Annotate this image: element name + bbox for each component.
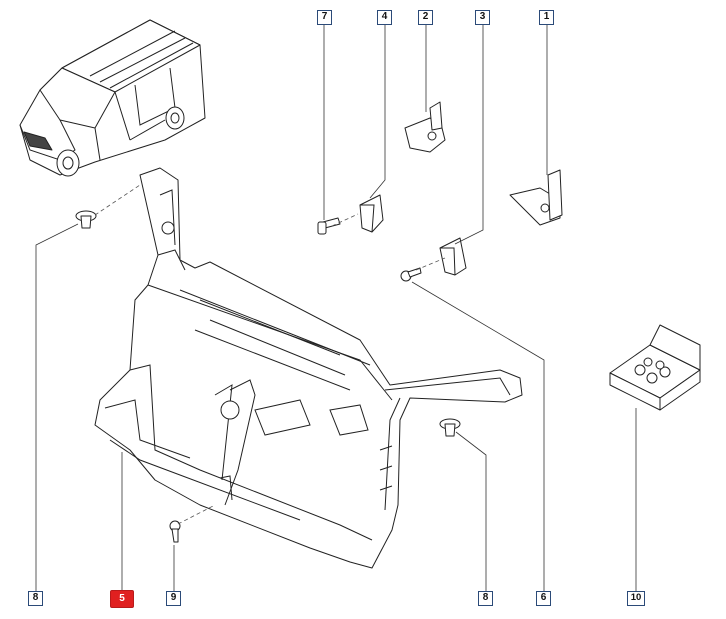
part-1-hinge bbox=[509, 169, 563, 226]
leader-lines bbox=[35, 25, 637, 591]
part-9-screw bbox=[169, 520, 181, 543]
callout-6[interactable]: 6 bbox=[536, 591, 551, 606]
callout-3[interactable]: 3 bbox=[475, 10, 490, 25]
callout-2[interactable]: 2 bbox=[418, 10, 433, 25]
part-6-screw bbox=[400, 267, 422, 282]
part-7-bolt bbox=[317, 217, 341, 235]
van-illustration bbox=[19, 19, 206, 177]
part-8-clip-left bbox=[75, 210, 97, 229]
part-4-bracket bbox=[359, 194, 384, 233]
callout-9[interactable]: 9 bbox=[166, 591, 181, 606]
callout-8-left[interactable]: 8 bbox=[28, 591, 43, 606]
part-5-front-carrier bbox=[94, 167, 523, 569]
part-3-bracket bbox=[439, 237, 467, 276]
callout-1[interactable]: 1 bbox=[539, 10, 554, 25]
assembly-dashed-lines bbox=[94, 184, 446, 525]
part-2-hinge bbox=[404, 101, 446, 153]
callout-8-right[interactable]: 8 bbox=[478, 591, 493, 606]
callout-4[interactable]: 4 bbox=[377, 10, 392, 25]
callout-10[interactable]: 10 bbox=[627, 591, 645, 606]
callout-7[interactable]: 7 bbox=[317, 10, 332, 25]
part-8-clip-right bbox=[439, 418, 461, 437]
callout-5-highlighted[interactable]: 5 bbox=[110, 590, 134, 608]
part-10-kit-box bbox=[609, 324, 701, 411]
